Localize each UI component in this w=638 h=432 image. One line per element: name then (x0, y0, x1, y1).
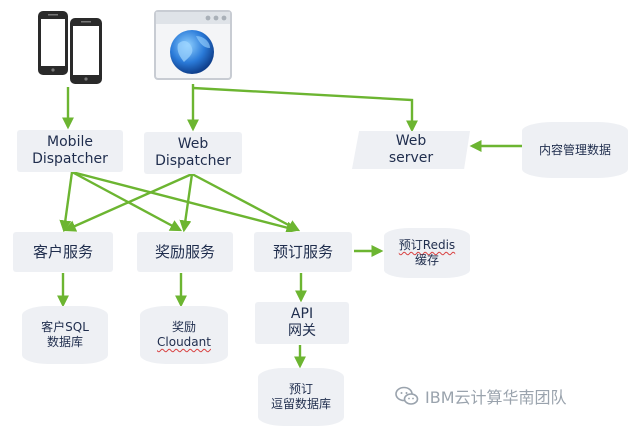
content-management-data-node: 内容管理数据 (522, 122, 628, 178)
web-server-line2: server (388, 150, 434, 166)
customer-sql-line2: 数据库 (46, 335, 83, 349)
booking-redis-line2: 缓存 (414, 253, 439, 267)
booking-retention-database-node: 预订 逗留数据库 (258, 368, 344, 426)
web-dispatcher-line2: Dispatcher (155, 153, 231, 169)
customer-sql-database-node: 客户SQL 数据库 (22, 306, 108, 364)
booking-redis-cache-node: 预订Redis 缓存 (384, 228, 470, 278)
arrow-mobile-to-reward (71, 170, 183, 232)
content-management-label: 内容管理数据 (538, 142, 611, 157)
api-gateway-line2: 网关 (288, 323, 316, 339)
arrow-web-to-booking (191, 172, 301, 232)
customer-sql-line1: 客户SQL (41, 320, 89, 334)
reward-service-node: 奖励服务 (137, 232, 233, 272)
booking-redis-line1: 预订Redis (398, 238, 456, 252)
arrow-web-to-reward (179, 173, 194, 233)
mobile-phone-icon (38, 11, 102, 84)
web-server-line1: Web (395, 133, 427, 150)
mobile-dispatcher-node: Mobile Dispatcher (17, 130, 123, 172)
booking-service-label: 预订服务 (272, 243, 333, 261)
arrow-browser-to-web-server (192, 86, 418, 133)
reward-service-label: 奖励服务 (154, 243, 215, 261)
reward-cloudant-line1: 奖励 (171, 320, 196, 334)
web-dispatcher-line1: Web (177, 136, 209, 153)
reward-cloudant-node: 奖励 Cloudant (140, 306, 228, 364)
watermark-text: IBM云计算华南团队 (425, 388, 567, 407)
mobile-dispatcher-line1: Mobile (47, 134, 93, 151)
api-gateway-node: API 网关 (255, 302, 349, 344)
booking-retention-line2: 逗留数据库 (270, 397, 331, 411)
api-gateway-line1: API (290, 306, 314, 323)
arrow-web-to-customer (63, 172, 193, 232)
web-browser-globe-icon (154, 10, 232, 80)
arrow-mobile-to-customer (59, 171, 74, 233)
watermark: IBM云计算华南团队 (395, 384, 567, 408)
reward-cloudant-line2: Cloudant (157, 335, 211, 349)
booking-service-node: 预订服务 (254, 232, 352, 272)
customer-service-node: 客户服务 (13, 232, 113, 272)
mobile-dispatcher-line2: Dispatcher (32, 151, 108, 167)
booking-retention-line1: 预订 (288, 382, 313, 396)
arrow-mobile-to-booking (71, 170, 299, 234)
web-dispatcher-node: Web Dispatcher (144, 132, 242, 174)
customer-service-label: 客户服务 (32, 243, 93, 261)
wechat-icon (395, 386, 419, 405)
web-server-node: Web server (352, 131, 470, 169)
